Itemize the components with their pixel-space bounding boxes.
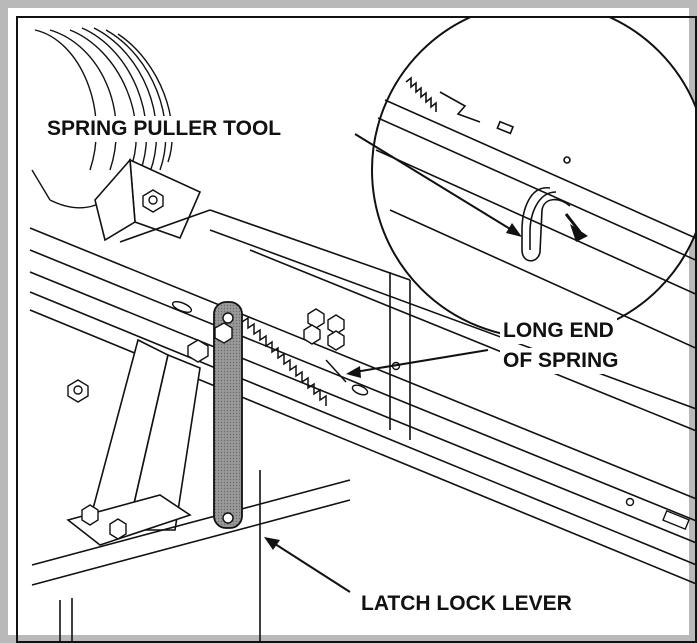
magnified-detail bbox=[371, 18, 695, 349]
base-frame bbox=[31, 470, 351, 641]
mechanism-drawing bbox=[29, 18, 695, 641]
label-long-end-line2: OF SPRING bbox=[500, 348, 622, 374]
label-long-end-line1: LONG END bbox=[500, 318, 617, 344]
latch-lock-lever bbox=[213, 301, 243, 529]
side-bolt bbox=[67, 339, 209, 403]
label-latch-lock-lever: LATCH LOCK LEVER bbox=[358, 591, 575, 617]
pulley-wheel bbox=[31, 27, 173, 209]
main-beam bbox=[29, 227, 695, 585]
leader-long-end bbox=[346, 349, 489, 378]
spring-mount-bolts bbox=[303, 308, 345, 351]
label-spring-puller-tool: SPRING PULLER TOOL bbox=[44, 116, 285, 142]
leader-spring-puller bbox=[354, 133, 522, 237]
leg-bolts bbox=[81, 504, 127, 540]
leader-latch-lever bbox=[264, 537, 351, 593]
cross-frame bbox=[119, 209, 411, 440]
coil-spring bbox=[241, 316, 347, 406]
bracket-bolt bbox=[142, 189, 164, 213]
support-leg bbox=[66, 338, 201, 546]
pulley-bracket bbox=[94, 158, 202, 242]
diagram-canvas: SPRING PULLER TOOL LONG END OF SPRING LA… bbox=[16, 16, 697, 643]
